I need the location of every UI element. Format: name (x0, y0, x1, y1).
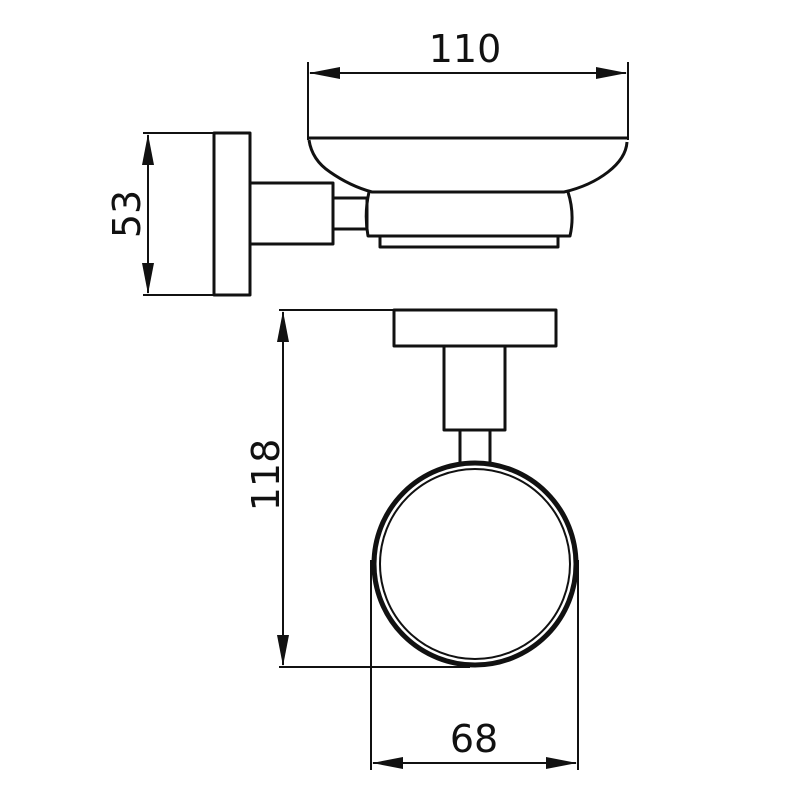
dimension-label-53: 53 (105, 190, 149, 238)
connector (331, 196, 369, 231)
arrow-right-icon (546, 757, 577, 769)
soap-bowl (307, 136, 629, 194)
dimension-68: 68 (370, 560, 579, 770)
dimension-label-110: 110 (429, 27, 502, 71)
dimension-53: 53 (105, 132, 215, 296)
arrow-down-icon (277, 635, 289, 666)
wall-plate-front (392, 308, 558, 348)
neck-connector (458, 428, 492, 465)
arrow-left-icon (309, 67, 340, 79)
base-plate (378, 234, 560, 249)
arrow-up-icon (142, 134, 154, 165)
bowl-curve (307, 139, 629, 194)
dimension-label-118: 118 (244, 439, 288, 512)
dimension-118: 118 (244, 309, 470, 668)
dimension-110: 110 (307, 27, 629, 140)
side-view: 110 53 (105, 27, 629, 297)
dimension-label-68: 68 (450, 717, 498, 761)
bowl-base (364, 191, 574, 238)
arrow-right-icon (596, 67, 627, 79)
bowl-inner-ring (379, 468, 571, 660)
wall-plate (212, 131, 252, 297)
support-post (442, 344, 507, 432)
support-arm (248, 181, 335, 246)
arrow-down-icon (142, 263, 154, 294)
bowl-outer-ring (371, 460, 579, 668)
arrow-up-icon (277, 311, 289, 342)
arrow-left-icon (372, 757, 403, 769)
front-view: 118 68 (244, 308, 579, 770)
